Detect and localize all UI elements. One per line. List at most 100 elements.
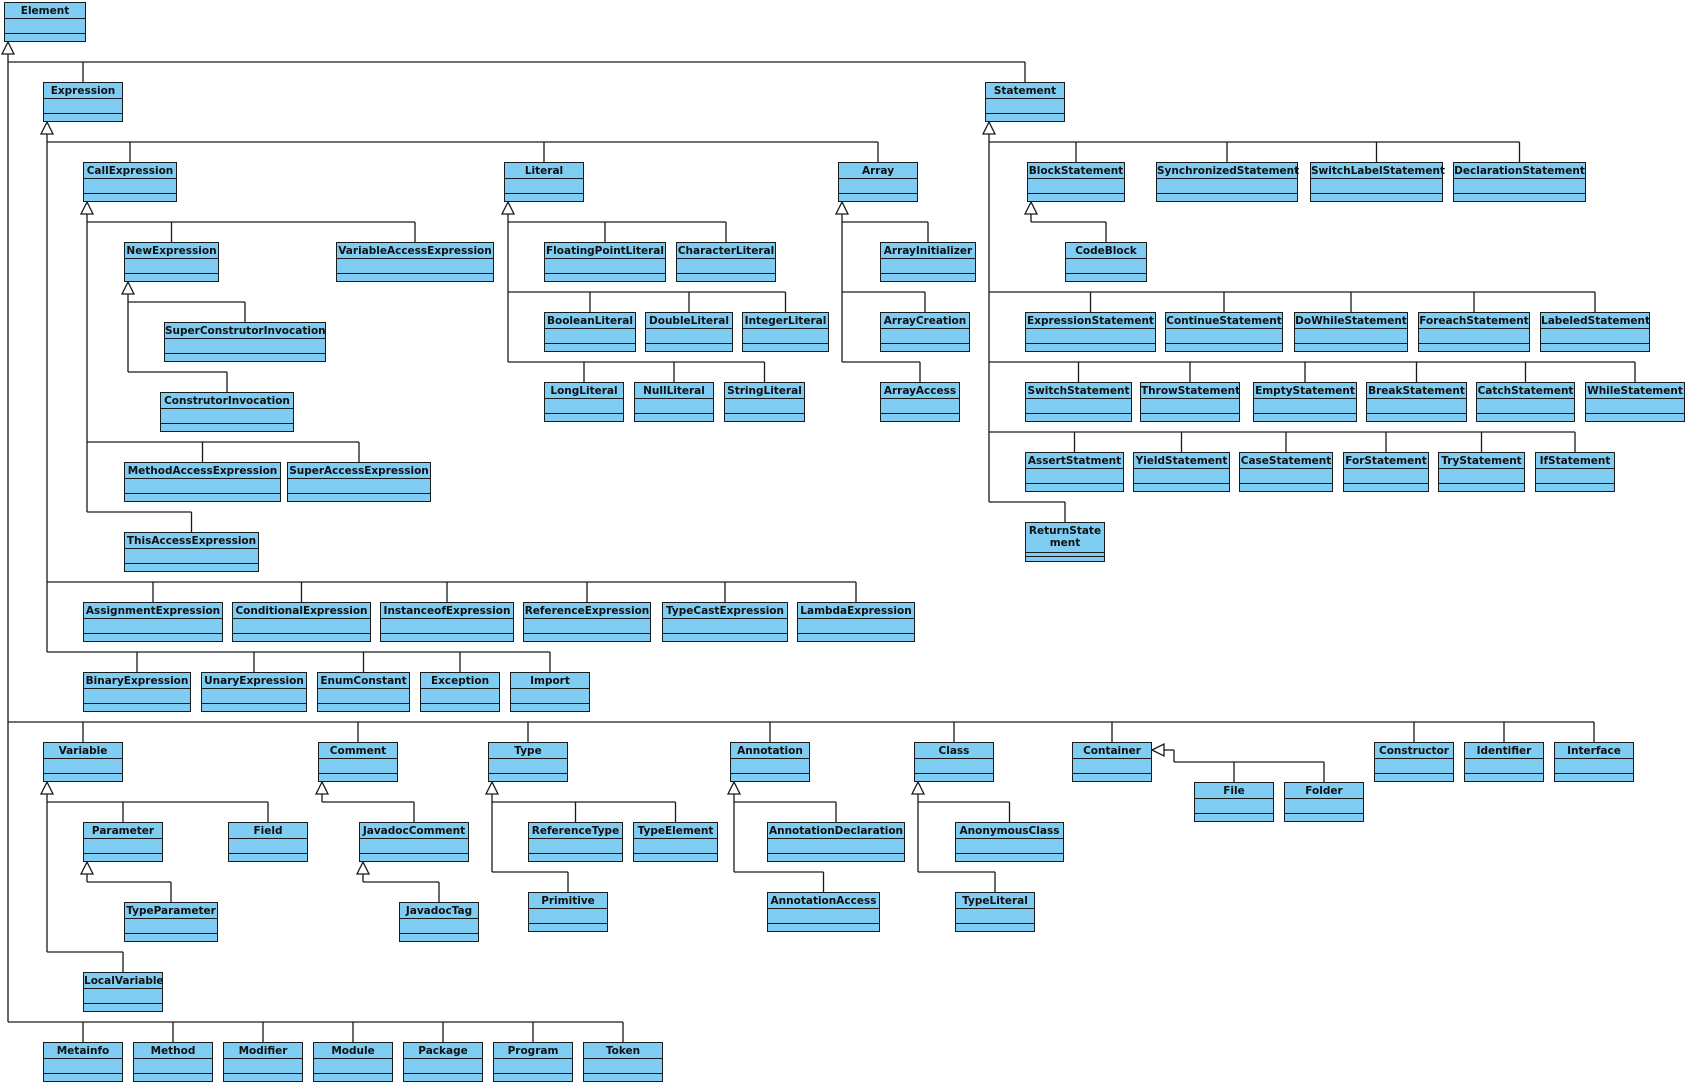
class-box-statement[interactable]: Statement	[985, 82, 1065, 122]
class-box-expressionstatement[interactable]: ExpressionStatement	[1025, 312, 1156, 352]
class-box-lambdaexpression[interactable]: LambdaExpression	[797, 602, 915, 642]
class-box-class[interactable]: Class	[914, 742, 994, 782]
class-box-dowhilestatement[interactable]: DoWhileStatement	[1294, 312, 1408, 352]
class-box-literal[interactable]: Literal	[504, 162, 584, 202]
class-box-localvariable[interactable]: LocalVariable	[83, 972, 164, 1012]
class-box-breakstatement[interactable]: BreakStatement	[1366, 382, 1467, 422]
class-box-javadoccomment[interactable]: JavadocComment	[359, 822, 469, 862]
class-box-conditionalexpression[interactable]: ConditionalExpression	[232, 602, 371, 642]
class-box-element[interactable]: Element	[4, 2, 86, 42]
class-box-assignmentexpression[interactable]: AssignmentExpression	[83, 602, 223, 642]
class-box-nullliteral[interactable]: NullLiteral	[634, 382, 714, 422]
class-name: Class	[915, 743, 993, 759]
class-name: Modifier	[224, 1043, 302, 1059]
class-box-javadoctag[interactable]: JavadocTag	[399, 902, 479, 942]
class-box-superconstrutorinvocation[interactable]: SuperConstrutorInvocation	[164, 322, 326, 362]
class-name: CharacterLiteral	[677, 245, 775, 259]
class-name: NullLiteral	[635, 383, 713, 399]
class-box-program[interactable]: Program	[493, 1042, 573, 1082]
class-box-variable[interactable]: Variable	[43, 742, 123, 782]
class-box-parameter[interactable]: Parameter	[83, 822, 163, 862]
class-box-methodaccessexpression[interactable]: MethodAccessExpression	[124, 462, 281, 502]
class-box-comment[interactable]: Comment	[318, 742, 398, 782]
class-box-trystatement[interactable]: TryStatement	[1438, 452, 1525, 492]
class-box-stringliteral[interactable]: StringLiteral	[724, 382, 805, 422]
class-box-characterliteral[interactable]: CharacterLiteral	[676, 242, 776, 282]
class-box-emptystatement[interactable]: EmptyStatement	[1253, 382, 1357, 422]
class-box-primitive[interactable]: Primitive	[528, 892, 608, 932]
class-box-switchstatement[interactable]: SwitchStatement	[1025, 382, 1132, 422]
class-box-assertstatment[interactable]: AssertStatment	[1025, 452, 1124, 492]
class-name: Container	[1073, 743, 1151, 759]
class-box-identifier[interactable]: Identifier	[1464, 742, 1544, 782]
class-box-synchronizedstatement[interactable]: SynchronizedStatement	[1156, 162, 1299, 202]
class-box-token[interactable]: Token	[583, 1042, 663, 1082]
class-box-thisaccessexpression[interactable]: ThisAccessExpression	[124, 532, 259, 572]
class-box-array[interactable]: Array	[838, 162, 918, 202]
class-box-expression[interactable]: Expression	[43, 82, 123, 122]
class-box-catchstatement[interactable]: CatchStatement	[1476, 382, 1575, 422]
class-compartment-divider	[1028, 193, 1124, 194]
class-box-metainfo[interactable]: Metainfo	[43, 1042, 123, 1082]
class-box-newexpression[interactable]: NewExpression	[124, 242, 219, 282]
class-box-typecastexpression[interactable]: TypeCastExpression	[662, 602, 788, 642]
class-compartment-divider	[84, 703, 190, 704]
class-box-exception[interactable]: Exception	[420, 672, 500, 712]
class-box-constructor[interactable]: Constructor	[1374, 742, 1454, 782]
class-compartment-divider	[915, 773, 993, 774]
class-box-package[interactable]: Package	[403, 1042, 483, 1082]
class-box-typeparameter[interactable]: TypeParameter	[124, 902, 218, 942]
class-box-whilestatement[interactable]: WhileStatement	[1585, 382, 1685, 422]
class-box-ifstatement[interactable]: IfStatement	[1535, 452, 1615, 492]
class-box-unaryexpression[interactable]: UnaryExpression	[201, 672, 307, 712]
class-box-typeelement[interactable]: TypeElement	[633, 822, 718, 862]
class-box-field[interactable]: Field	[228, 822, 308, 862]
class-box-import[interactable]: Import	[510, 672, 590, 712]
class-box-longliteral[interactable]: LongLiteral	[544, 382, 624, 422]
class-box-continuestatement[interactable]: ContinueStatement	[1165, 312, 1283, 352]
class-box-referencetype[interactable]: ReferenceType	[528, 822, 623, 862]
class-box-codeblock[interactable]: CodeBlock	[1065, 242, 1147, 282]
class-box-container[interactable]: Container	[1072, 742, 1152, 782]
class-box-binaryexpression[interactable]: BinaryExpression	[83, 672, 191, 712]
class-box-method[interactable]: Method	[133, 1042, 213, 1082]
class-box-annotation[interactable]: Annotation	[730, 742, 810, 782]
class-name: BlockStatement	[1028, 165, 1124, 179]
class-box-callexpression[interactable]: CallExpression	[83, 162, 177, 202]
class-box-folder[interactable]: Folder	[1284, 782, 1364, 822]
class-box-variableaccessexpression[interactable]: VariableAccessExpression	[336, 242, 494, 282]
class-box-labeledstatement[interactable]: LabeledStatement	[1540, 312, 1650, 352]
class-box-throwstatement[interactable]: ThrowStatement	[1140, 382, 1240, 422]
class-box-anonymousclass[interactable]: AnonymousClass	[955, 822, 1064, 862]
class-box-floatingpointliteral[interactable]: FloatingPointLiteral	[544, 242, 666, 282]
class-box-annotationdeclaration[interactable]: AnnotationDeclaration	[767, 822, 905, 862]
class-box-module[interactable]: Module	[313, 1042, 393, 1082]
class-box-modifier[interactable]: Modifier	[223, 1042, 303, 1082]
class-compartment-divider	[125, 493, 280, 494]
class-box-arrayinitializer[interactable]: ArrayInitializer	[880, 242, 976, 282]
class-box-arrayaccess[interactable]: ArrayAccess	[880, 382, 960, 422]
class-box-casestatement[interactable]: CaseStatement	[1239, 452, 1333, 492]
class-box-returnstatement[interactable]: ReturnState ment	[1025, 522, 1105, 562]
class-box-doubleliteral[interactable]: DoubleLiteral	[645, 312, 733, 352]
class-box-referenceexpression[interactable]: ReferenceExpression	[523, 602, 651, 642]
class-box-annotationaccess[interactable]: AnnotationAccess	[767, 892, 880, 932]
class-box-file[interactable]: File	[1194, 782, 1274, 822]
class-compartment-divider	[1311, 193, 1442, 194]
class-box-yieldstatement[interactable]: YieldStatement	[1133, 452, 1230, 492]
class-box-forstatement[interactable]: ForStatement	[1343, 452, 1429, 492]
class-box-arraycreation[interactable]: ArrayCreation	[880, 312, 970, 352]
class-box-interface[interactable]: Interface	[1554, 742, 1634, 782]
class-box-typeliteral[interactable]: TypeLiteral	[955, 892, 1035, 932]
class-box-instanceofexpression[interactable]: InstanceofExpression	[380, 602, 514, 642]
class-box-declarationstatement[interactable]: DeclarationStatement	[1453, 162, 1586, 202]
class-box-type[interactable]: Type	[488, 742, 568, 782]
class-box-superaccessexpression[interactable]: SuperAccessExpression	[287, 462, 431, 502]
class-box-switchlabelstatement[interactable]: SwitchLabelStatement	[1310, 162, 1445, 202]
class-box-blockstatement[interactable]: BlockStatement	[1027, 162, 1125, 202]
class-box-construtorinvocation[interactable]: ConstrutorInvocation	[160, 392, 294, 432]
class-box-integerliteral[interactable]: IntegerLiteral	[742, 312, 829, 352]
class-box-booleanliteral[interactable]: BooleanLiteral	[544, 312, 636, 352]
class-box-foreachstatement[interactable]: ForeachStatement	[1418, 312, 1530, 352]
class-box-enumconstant[interactable]: EnumConstant	[317, 672, 410, 712]
